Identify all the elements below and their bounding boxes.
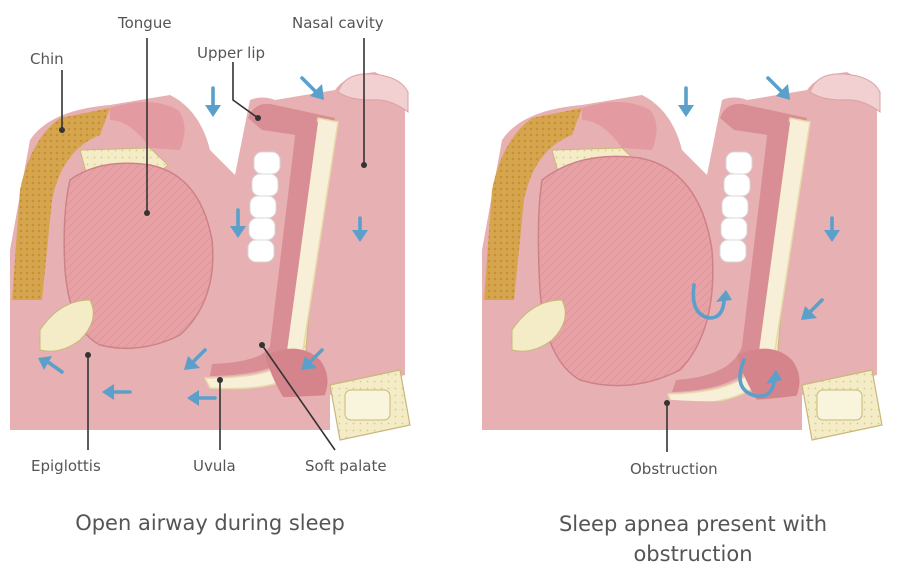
epiglottis-shape: [39, 299, 94, 352]
upper-teeth: [247, 151, 281, 263]
soft-palate-tissue: [210, 122, 318, 376]
nose-tip: [337, 73, 409, 114]
upper-teeth: [719, 151, 753, 263]
left-leader-lines: [59, 38, 367, 451]
pharynx-wall: [737, 348, 800, 409]
right-leader-lines: [664, 400, 670, 452]
label-upper-lip: Upper lip: [197, 44, 265, 62]
caption-open-airway: Open airway during sleep: [75, 511, 345, 535]
throat-floor: [482, 380, 802, 430]
right-panel-illustration: [482, 72, 883, 441]
vertebra: [801, 369, 883, 441]
airflow-arrow-icon: [102, 384, 132, 400]
left-panel-illustration: [10, 72, 411, 441]
airflow-arrow-icon: [187, 390, 217, 406]
label-tongue: Tongue: [117, 14, 172, 32]
right-airflow-arrows: [678, 76, 840, 399]
soft-palate-tissue: [672, 122, 790, 392]
airflow-arrow-icon: [230, 208, 246, 238]
label-chin: Chin: [30, 50, 64, 68]
tongue-shape: [537, 155, 714, 387]
airflow-arrow-icon: [678, 86, 694, 117]
label-obstruction: Obstruction: [630, 460, 718, 478]
label-uvula: Uvula: [193, 457, 236, 475]
left-airflow-arrows: [38, 76, 368, 406]
blocked-airflow-curl-icon: [691, 283, 732, 320]
throat-floor: [10, 380, 330, 430]
epiglottis-shape: [511, 299, 566, 352]
airflow-arrow-icon: [824, 216, 840, 242]
label-soft-palate: Soft palate: [305, 457, 387, 475]
nose-tip: [809, 73, 881, 114]
tongue-shape: [63, 162, 214, 350]
chin-fat: [12, 108, 110, 300]
airflow-arrow-icon: [766, 76, 790, 100]
chin-fat: [484, 108, 582, 300]
airflow-arrow-icon: [352, 216, 368, 242]
lower-lip: [582, 101, 657, 150]
airflow-arrow-icon: [205, 86, 221, 117]
label-epiglottis: Epiglottis: [31, 457, 101, 475]
airflow-arrow-icon: [38, 356, 64, 374]
label-nasal-cavity: Nasal cavity: [292, 14, 384, 32]
airflow-arrow-icon: [801, 298, 824, 320]
airflow-arrow-icon: [301, 348, 324, 370]
airflow-arrow-icon: [184, 348, 207, 370]
blocked-airflow-curl-icon: [738, 358, 782, 399]
vertebra: [329, 369, 411, 441]
caption-sleep-apnea-line2: obstruction: [633, 542, 752, 566]
airflow-arrow-icon: [300, 76, 324, 100]
caption-sleep-apnea-line1: Sleep apnea present with: [559, 512, 827, 536]
